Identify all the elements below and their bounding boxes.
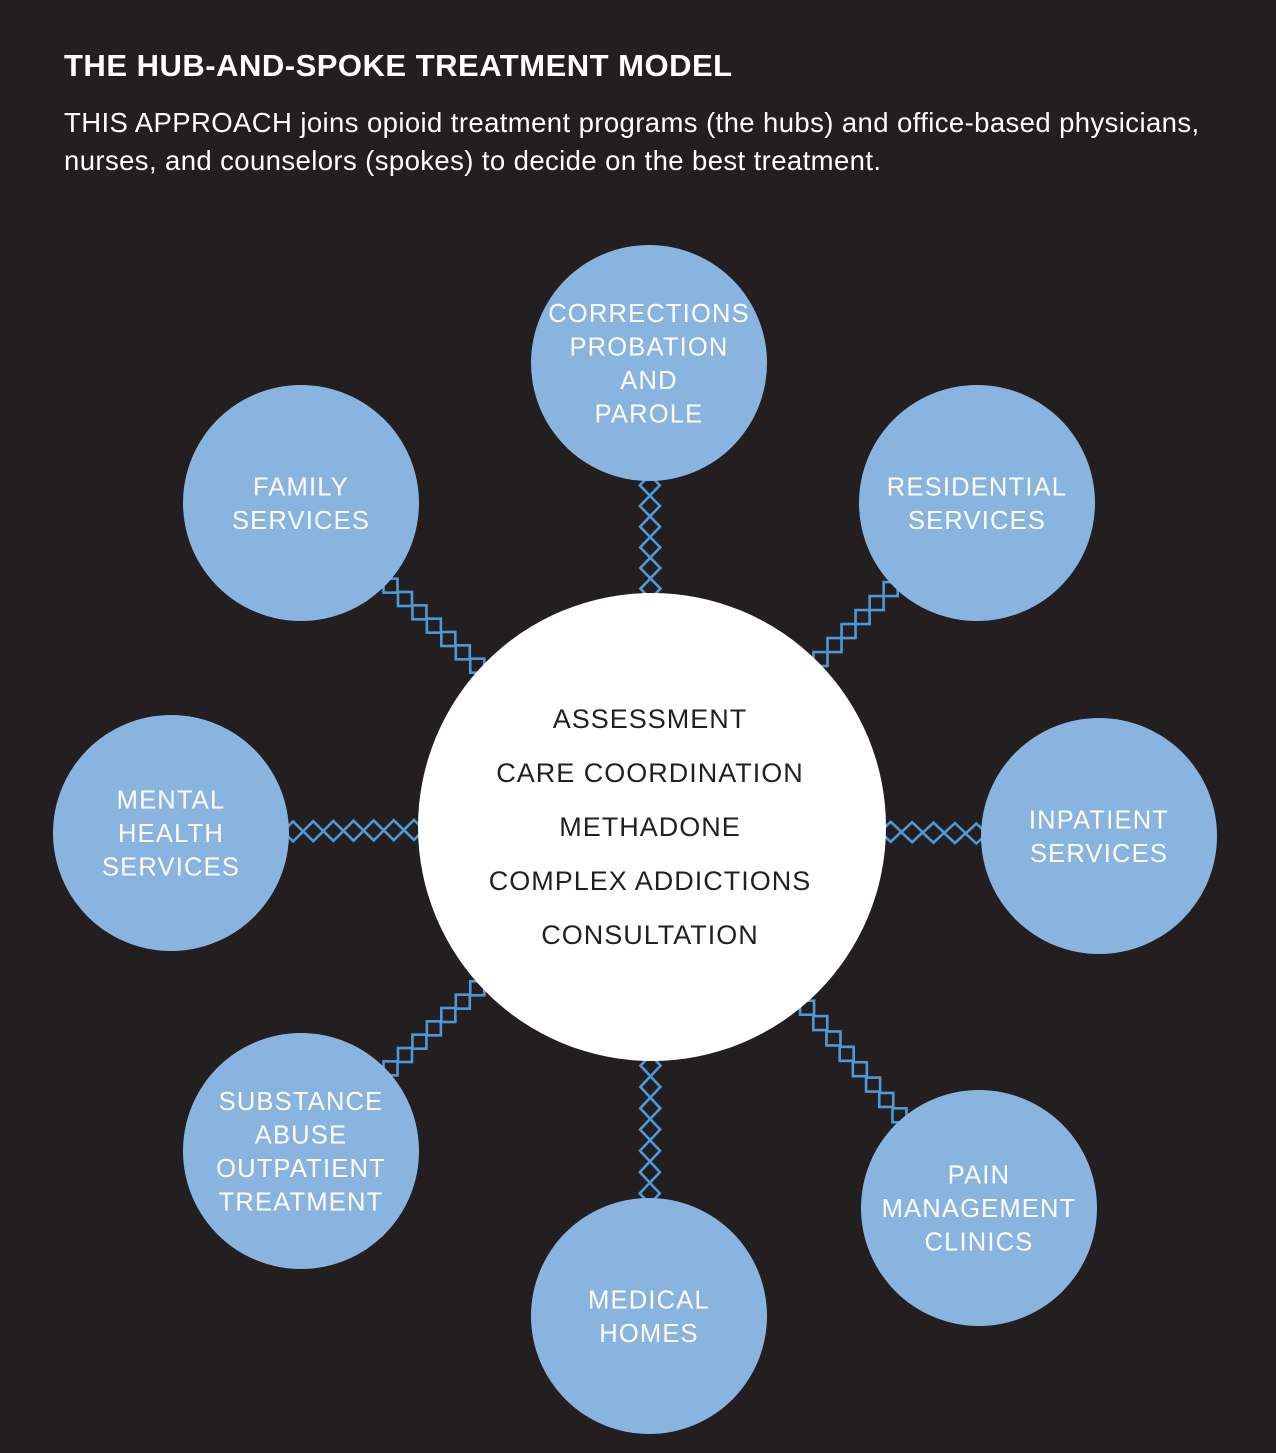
connector-square <box>396 590 414 608</box>
page-subtitle: THIS APPROACH joins opioid treatment pro… <box>64 107 1200 176</box>
connector-diamond <box>942 821 968 845</box>
connector-diamond <box>878 820 904 844</box>
connector-square <box>396 1046 414 1064</box>
spoke-label-line: HEALTH <box>118 820 224 848</box>
spoke-circle <box>531 245 767 481</box>
connector-diamond <box>638 493 662 519</box>
spoke-label-line: FAMILY <box>253 473 349 501</box>
connector-diamond <box>301 819 326 844</box>
spoke-label-line: SERVICES <box>102 854 240 882</box>
spoke-circle <box>981 718 1217 954</box>
spoke-circle <box>183 385 419 621</box>
spoke-circle <box>53 715 289 951</box>
page-title: THE HUB-AND-SPOKE TREATMENT MODEL <box>64 48 733 83</box>
connector-square <box>425 1020 443 1037</box>
spoke-label-line: SERVICES <box>908 507 1046 535</box>
spoke-label-line: RESIDENTIAL <box>887 473 1067 501</box>
connector-diamond <box>638 1116 662 1143</box>
hub: ASSESSMENT CARE COORDINATION METHADONE COMP… <box>418 593 886 1061</box>
connector-square <box>877 1091 895 1109</box>
spoke-medical-homes: MEDICAL HOMES <box>531 1198 767 1434</box>
connector-square <box>454 644 472 661</box>
spoke-label-line: PAIN <box>948 1162 1010 1190</box>
connector-residential <box>812 580 899 668</box>
connector-diamond <box>638 1159 662 1185</box>
connector-square <box>840 622 857 640</box>
spoke-label-line: INPATIENT <box>1029 806 1169 834</box>
hub-service-line: COMPLEX ADDICTIONS <box>489 866 812 896</box>
spoke-label-line: MEDICAL <box>588 1286 710 1314</box>
spoke-corrections: CORRECTIONS PROBATION AND PAROLE <box>531 245 767 481</box>
connector-diamond <box>920 820 947 845</box>
spoke-label-line: SUBSTANCE <box>219 1088 384 1116</box>
spoke-label-line: HOMES <box>599 1320 699 1348</box>
hub-service-line: METHADONE <box>559 812 741 842</box>
hub-service-line: ASSESSMENT <box>553 704 748 734</box>
spoke-circle <box>859 385 1095 621</box>
connector-diamond <box>638 514 662 539</box>
spoke-label-line: TREATMENT <box>219 1188 384 1216</box>
connector-corrections <box>637 473 663 601</box>
spoke-label-line: OUTPATIENT <box>216 1155 386 1183</box>
connector-square <box>811 1014 829 1032</box>
connector-medical-homes <box>637 1053 663 1206</box>
connector-square <box>826 636 843 654</box>
connector-diamond <box>361 818 386 843</box>
spoke-mental-health: MENTAL HEALTH SERVICES <box>53 715 289 951</box>
connector-square <box>425 617 443 634</box>
connector-diamond <box>341 818 366 843</box>
spoke-circle <box>531 1198 767 1434</box>
spoke-label-line: PAROLE <box>595 400 704 428</box>
spoke-circle <box>183 1033 419 1269</box>
connector-diamond <box>638 1138 662 1164</box>
spoke-label-line: CLINICS <box>924 1229 1033 1257</box>
connector-square <box>411 1033 428 1050</box>
connector-diamond <box>638 535 663 560</box>
connector-substance-abuse <box>382 980 486 1077</box>
connector-family <box>382 577 486 674</box>
spoke-label-line: SERVICES <box>1030 840 1168 868</box>
connector-square <box>838 1045 855 1063</box>
spoke-pain-management: PAIN MANAGEMENT CLINICS <box>861 1090 1097 1326</box>
spoke-label-line: SERVICES <box>232 507 370 535</box>
connector-square <box>851 1060 869 1078</box>
spoke-label-line: MANAGEMENT <box>882 1195 1077 1223</box>
connector-diamond <box>381 818 406 843</box>
spoke-residential: RESIDENTIAL SERVICES <box>859 385 1095 621</box>
connector-diamond <box>638 1095 663 1121</box>
connector-diamond <box>638 1053 663 1079</box>
connector-square <box>868 594 885 612</box>
hub-service-line: CARE COORDINATION <box>496 758 804 788</box>
spoke-inpatient: INPATIENT SERVICES <box>981 718 1217 954</box>
connector-diamond <box>638 1074 663 1100</box>
connector-square <box>825 1030 842 1047</box>
spokes: CORRECTIONS PROBATION AND PAROLE RESIDENTIAL… <box>53 245 1217 1434</box>
hub-circle <box>418 593 886 1061</box>
connector-diamond <box>638 555 663 581</box>
spoke-label-line: MENTAL <box>117 787 226 815</box>
connector-diamond <box>899 820 925 845</box>
connector-diamond <box>321 819 346 843</box>
connector-square <box>454 993 472 1010</box>
connector-square <box>440 630 457 648</box>
connector-square <box>440 1006 457 1024</box>
spoke-circle <box>861 1090 1097 1326</box>
spoke-label-line: AND <box>620 367 677 395</box>
connector-square <box>854 608 871 626</box>
connector-inpatient <box>878 820 989 846</box>
hub-service-line: CONSULTATION <box>541 920 759 950</box>
connector-square <box>411 604 428 621</box>
spoke-family: FAMILY SERVICES <box>183 385 419 621</box>
connector-square <box>864 1076 882 1093</box>
spoke-label-line: CORRECTIONS <box>548 300 750 328</box>
spoke-substance-abuse: SUBSTANCE ABUSE OUTPATIENT TREATMENT <box>183 1033 419 1269</box>
connector-mental-health <box>281 818 426 844</box>
connector-pain-management <box>798 999 908 1124</box>
spoke-label-line: PROBATION <box>569 333 728 361</box>
spoke-label-line: ABUSE <box>255 1121 347 1149</box>
